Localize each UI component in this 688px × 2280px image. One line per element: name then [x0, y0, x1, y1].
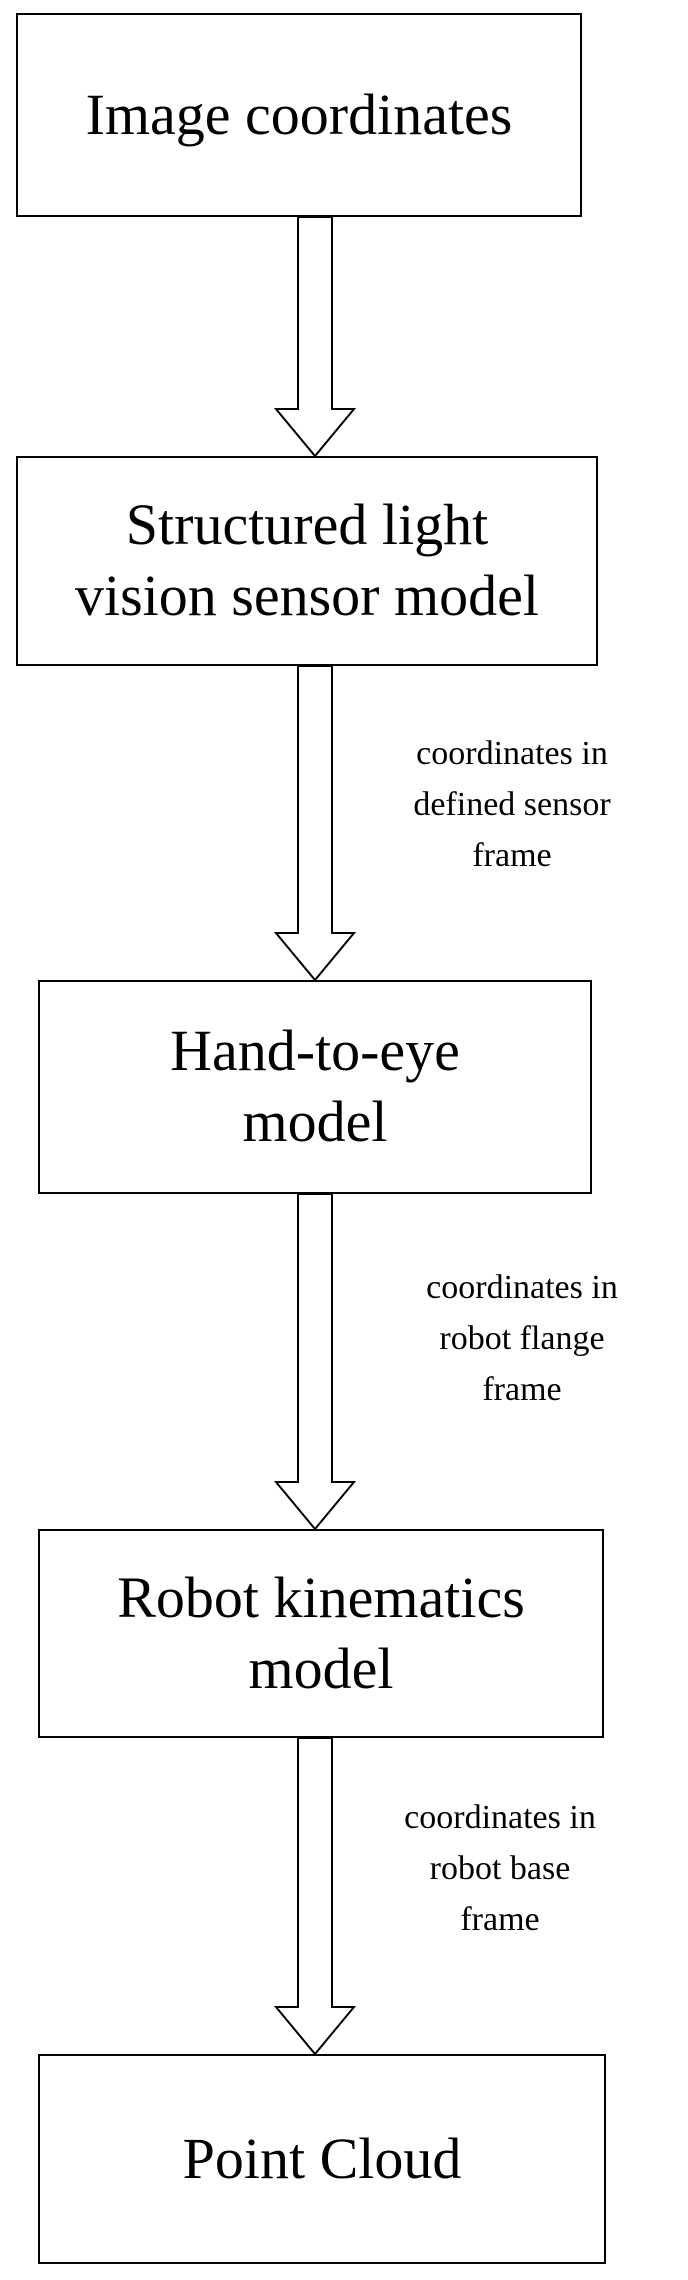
edge-label-robot-flange-frame: coordinates in robot flange frame [426, 1269, 618, 1408]
arrow-image-to-structured-light [273, 216, 357, 458]
node-point-cloud: Point Cloud [38, 2054, 606, 2264]
arrow-structured-light-to-hand-to-eye [273, 665, 357, 982]
edge-label-robot-base-frame: coordinates in robot base frame [404, 1799, 596, 1938]
node-robot-kinematics-model: Robot kinematics model [38, 1529, 604, 1738]
edge-label-defined-sensor-frame: coordinates in defined sensor frame [413, 735, 611, 874]
node-structured-light-vision-sensor-model: Structured light vision sensor model [16, 456, 598, 666]
arrow-robot-kinematics-to-point-cloud [273, 1737, 357, 2056]
node-hand-to-eye-model: Hand-to-eye model [38, 980, 592, 1194]
arrow-hand-to-eye-to-robot-kinematics [273, 1193, 357, 1531]
node-image-coordinates: Image coordinates [16, 13, 582, 217]
